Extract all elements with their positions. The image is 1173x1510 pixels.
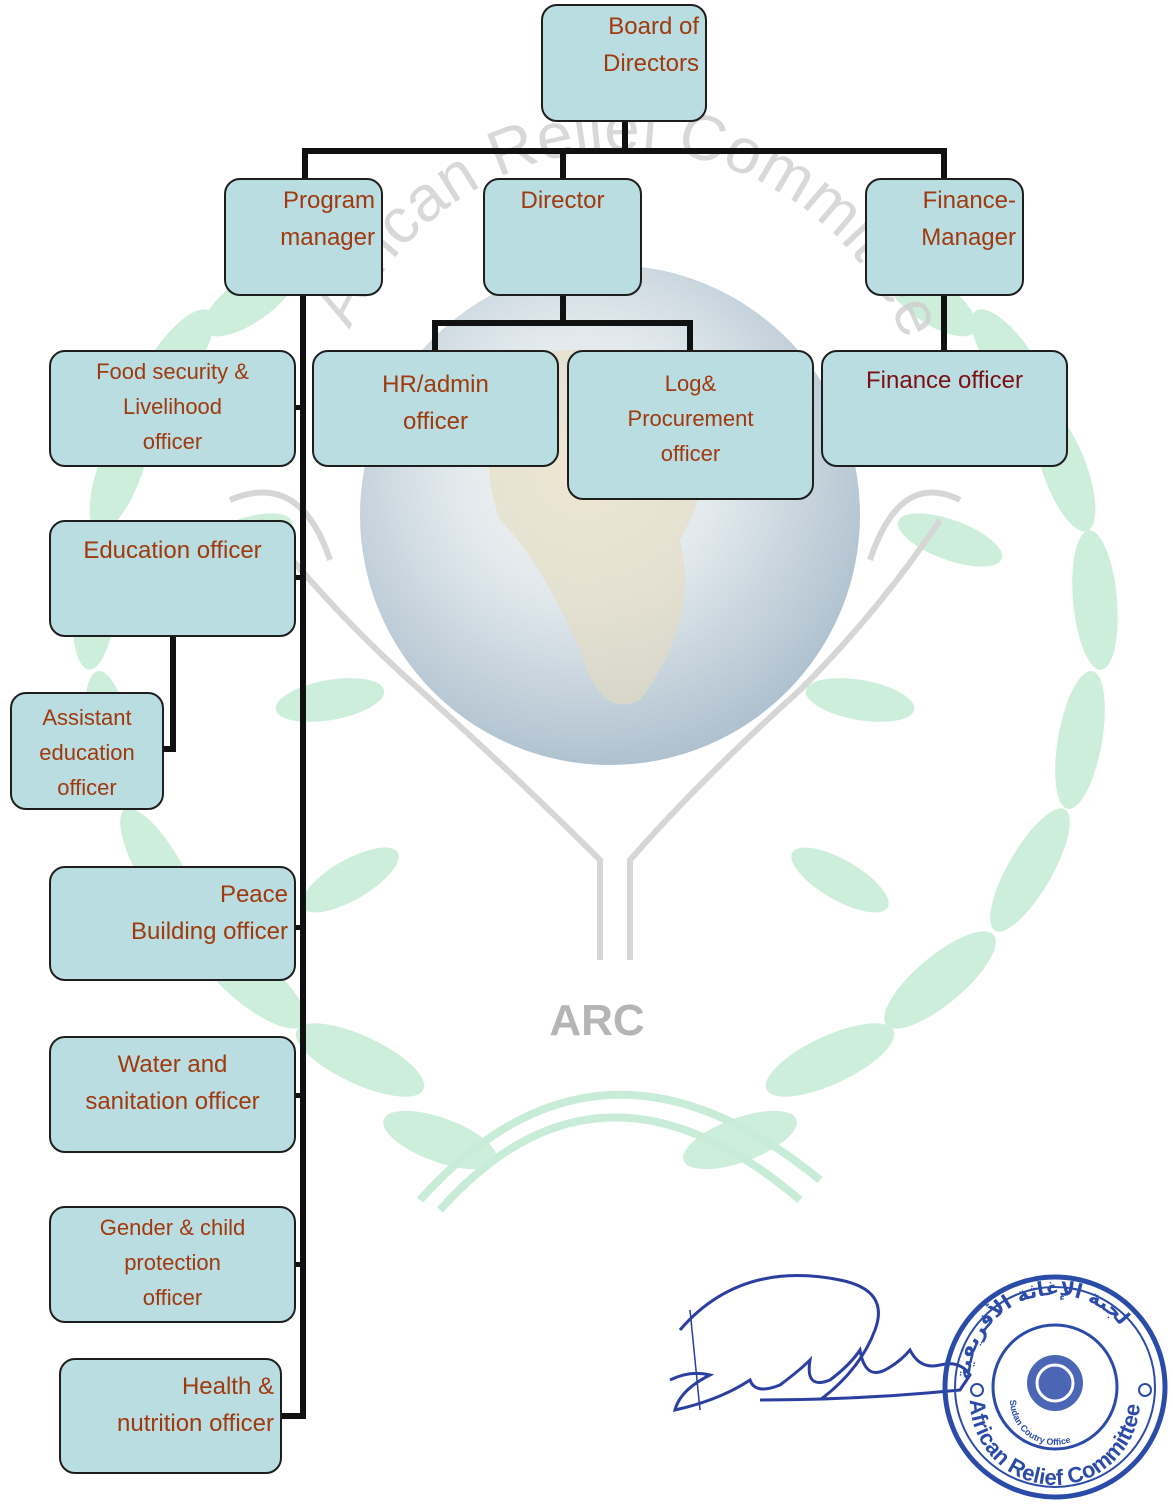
- node-program-manager: Program manager: [224, 178, 383, 296]
- node-label-line: Building officer: [131, 918, 288, 945]
- connector-spine-peace: [293, 925, 305, 930]
- node-label-line: Water and: [117, 1051, 228, 1078]
- connector-to-log: [687, 320, 693, 352]
- node-food-security-officer: Food security & Livelihood officer: [49, 350, 296, 467]
- node-label-line: officer: [142, 429, 203, 454]
- node-gender-child-protection-officer: Gender & child protection officer: [49, 1206, 296, 1323]
- connector-top-horizontal: [302, 148, 947, 154]
- node-label-line: Director: [520, 187, 605, 214]
- watermark-arc-text: ARC: [549, 996, 644, 1045]
- laurel-stems-icon: [417, 1090, 823, 1213]
- node-label-line: protection: [124, 1250, 221, 1275]
- node-label-line: Finance-: [922, 187, 1016, 214]
- node-log-procurement-officer: Log&Procurement officer: [567, 350, 814, 500]
- node-label-line: Peace: [219, 881, 288, 908]
- node-label-line: Board of: [608, 13, 699, 40]
- node-label-line: Log&: [664, 371, 717, 396]
- connector-to-assistant: [160, 746, 176, 752]
- node-label-line: Education officer: [83, 537, 262, 564]
- node-label-line: Assistant: [42, 705, 132, 730]
- connector-director-down: [560, 293, 566, 323]
- connector-finance-down: [941, 293, 947, 352]
- node-hr-admin-officer: HR/admin officer: [312, 350, 559, 467]
- hands-icon: [257, 518, 943, 960]
- node-finance-manager: Finance- Manager: [865, 178, 1024, 296]
- node-label-line: nutrition officer: [117, 1410, 274, 1437]
- node-label-line: sanitation officer: [85, 1088, 260, 1115]
- connector-spine-food: [293, 405, 305, 410]
- node-label-line: Manager: [921, 224, 1016, 251]
- node-label-line: Program: [282, 187, 375, 214]
- node-label-line: officer: [57, 775, 117, 800]
- node-label-line: Finance officer: [866, 367, 1023, 394]
- connector-program-spine: [300, 293, 306, 1419]
- connector-spine-water: [293, 1093, 305, 1098]
- node-label-line: HR/admin: [382, 371, 489, 398]
- node-health-nutrition-officer: Health & nutrition officer: [59, 1358, 282, 1474]
- connector-board-down: [622, 120, 628, 152]
- connector-spine-gender: [293, 1262, 305, 1267]
- node-label-line: manager: [280, 224, 375, 251]
- node-finance-officer: Finance officer: [821, 350, 1068, 467]
- node-label-line: Livelihood: [122, 394, 223, 419]
- connector-to-program-manager: [302, 148, 308, 180]
- node-label-line: Gender & child: [99, 1215, 246, 1240]
- node-education-officer: Education officer: [49, 520, 296, 637]
- connector-spine-education: [293, 575, 305, 580]
- node-water-sanitation-officer: Water and sanitation officer: [49, 1036, 296, 1153]
- handwritten-signature: [669, 1274, 972, 1412]
- node-label-line: officer: [142, 1285, 203, 1310]
- connector-to-finance-manager: [941, 148, 947, 180]
- node-assistant-education-officer: Assistant education officer: [10, 692, 164, 810]
- organization-stamp: African Relief Committee لجنة الإغاثة ال…: [942, 1274, 1168, 1500]
- node-label-line: officer: [403, 408, 468, 435]
- connector-director-horizontal: [432, 320, 693, 326]
- node-label-line: Procurement: [627, 406, 754, 431]
- connector-to-hr: [432, 320, 438, 352]
- node-label-line: Food security &: [96, 359, 249, 384]
- node-label-line: officer: [660, 441, 721, 466]
- node-label-line: Health &: [181, 1373, 274, 1400]
- node-label-line: education: [39, 740, 135, 765]
- node-board-of-directors: Board of Directors: [541, 4, 707, 122]
- connector-spine-health: [280, 1413, 306, 1419]
- node-director: Director: [483, 178, 642, 296]
- node-label-line: Directors: [602, 50, 699, 77]
- connector-education-down: [170, 634, 176, 752]
- connector-to-director: [560, 148, 566, 180]
